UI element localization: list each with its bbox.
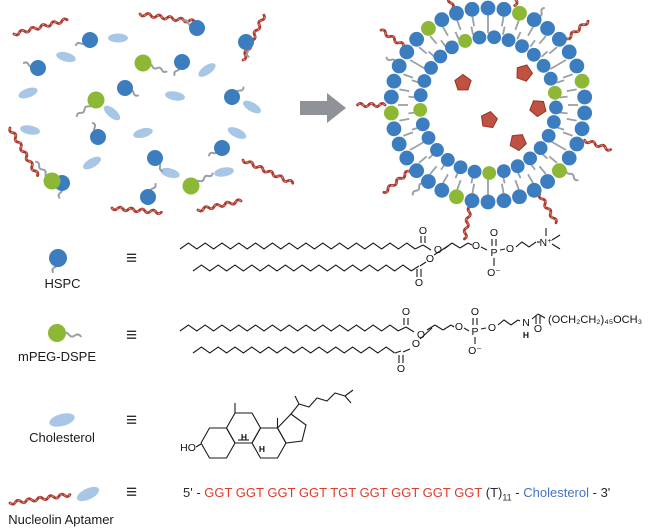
seq-t-unit: (T) [485,485,503,500]
carbonyl-o-label: O [397,363,405,375]
seq-gquad: GGT GGT GGT GGT TGT GGT GGT GGT GGT [204,485,486,500]
peg-formula-label: (OCH₂CH₂)₄₅OCH₃ [548,314,642,326]
seq-suffix: - 3' [589,485,611,500]
stereo-h-label: H [259,444,265,454]
stereo-h-label: H [241,432,247,442]
phosphoester-o-label: O [488,322,496,334]
equiv-symbol: ≡ [126,482,138,503]
equiv-symbol: ≡ [126,410,138,431]
phosphorus-label: P [471,326,478,338]
carbonyl-o-label: O [415,277,423,289]
phosphate-o-minus-label: O⁻ [487,267,501,279]
chemical-structure-labels: O O O O O O P O⁻ O N⁺ O O O O O O P O⁻ O… [180,225,642,454]
phosphoester-o-label: O [472,240,480,252]
choline-n-plus-label: N⁺ [539,237,553,249]
legend-label-nucleolin-aptamer: Nucleolin Aptamer [8,512,114,527]
amide-h-label: H [523,330,529,340]
ester-o-label: O [434,244,442,256]
seq-cholesterol-linker: Cholesterol [523,485,590,500]
carbonyl-o-label: O [419,225,427,237]
aptamer-sequence: 5' - GGT GGT GGT GGT TGT GGT GGT GGT GGT… [183,485,610,503]
phosphoester-o-label: O [506,243,514,255]
phosphate-o-minus-label: O⁻ [468,345,482,357]
ester-o-label: O [412,338,420,350]
chemical-structure-bonds [179,228,561,459]
phosphate-o-label: O [471,306,479,318]
phosphoester-o-label: O [455,321,463,333]
hydroxyl-ho-label: HO [180,442,196,454]
equiv-symbol: ≡ [126,248,138,269]
seq-prefix: 5' - [183,485,205,500]
legend-icons [8,249,100,506]
amide-n-label: N [522,317,530,329]
seq-separator: - [511,485,524,500]
ester-o-label: O [417,329,425,341]
legend-label-mpeg-dspe: mPEG-DSPE [17,349,96,364]
equiv-symbol: ≡ [126,325,138,346]
assembly-arrow [300,93,346,123]
ester-o-label: O [426,253,434,265]
carbonyl-o-label: O [402,306,410,318]
legend-label-cholesterol: Cholesterol [29,430,95,445]
phosphate-o-label: O [490,227,498,239]
aptamer-liposome-illustration [356,0,612,241]
legend-label-hspc: HSPC [44,276,81,291]
carbamate-o-label: O [534,323,542,335]
seq-t-count: 11 [502,492,512,503]
phosphorus-label: P [490,247,497,259]
unassembled-components-illustration [8,12,295,216]
